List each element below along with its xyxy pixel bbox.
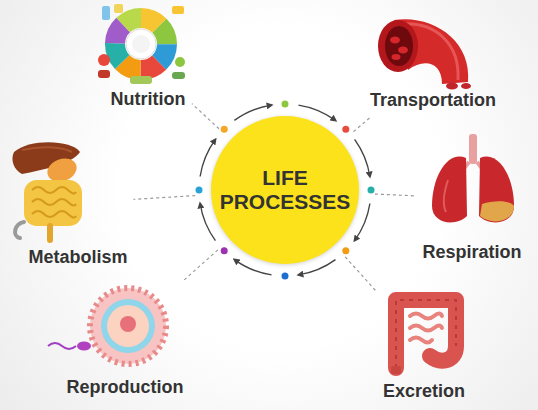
dashed-connector — [353, 116, 371, 131]
cycle-dots — [196, 101, 375, 280]
center-title: LIFE PROCESSES — [220, 166, 351, 213]
process-label: Transportation — [370, 90, 496, 112]
process-item: Metabolism — [8, 136, 130, 271]
egg-sperm-icon — [48, 288, 166, 364]
process-label: Respiration — [422, 242, 521, 264]
process-item: Nutrition — [93, 0, 189, 113]
dashed-connector — [183, 250, 218, 281]
process-label: Reproduction — [67, 377, 184, 399]
process-item: Excretion — [378, 286, 472, 405]
process-item: Respiration — [420, 131, 523, 266]
dashed-connector — [134, 196, 196, 200]
intestine-icon — [391, 300, 456, 374]
process-circle: LIFE PROCESSES — [211, 116, 360, 265]
cycle-ring — [200, 105, 370, 275]
blood-vessel-icon — [378, 19, 471, 89]
food-wheel-icon — [98, 4, 185, 84]
dashed-connector — [375, 194, 417, 196]
process-label: Nutrition — [111, 89, 186, 111]
process-label: Excretion — [383, 381, 465, 403]
lungs-icon — [432, 134, 514, 222]
digestive-system-icon — [12, 142, 82, 240]
process-item: Transportation — [368, 14, 498, 114]
dashed-connector — [192, 104, 219, 129]
dashed-connector — [345, 257, 375, 290]
process-item: Reproduction — [43, 284, 186, 401]
process-label: Metabolism — [28, 247, 127, 269]
